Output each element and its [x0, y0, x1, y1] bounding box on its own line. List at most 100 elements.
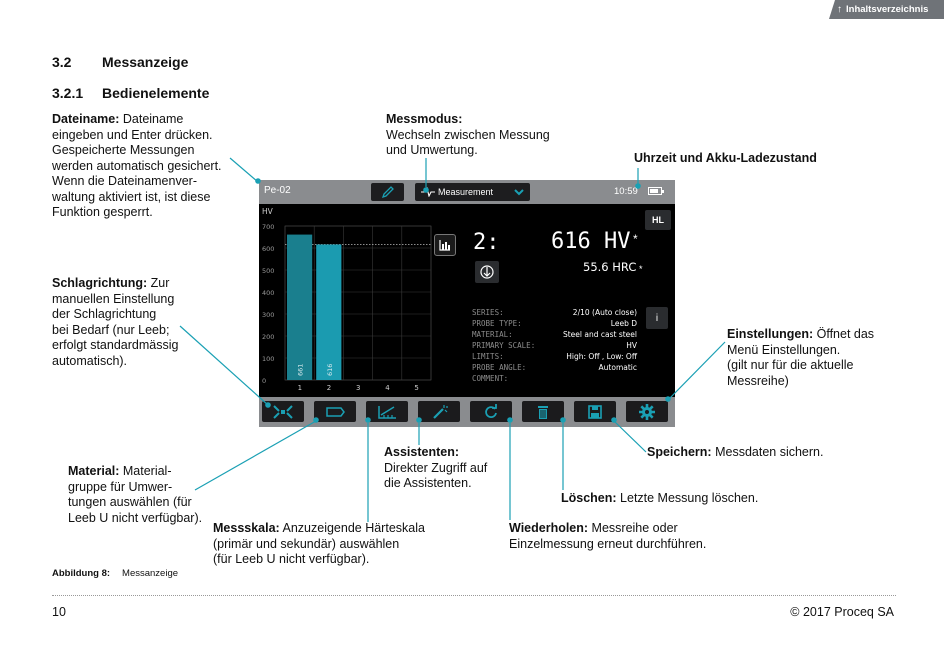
annotation-title: Messskala:: [213, 521, 280, 535]
annotation-line: Wechseln zwischen Messung: [386, 127, 550, 142]
annotation-title: Dateiname:: [52, 112, 120, 126]
info-value: HV: [626, 341, 637, 350]
annotation-einstellungen: Einstellungen: Öffnet das Menü Einstellu…: [727, 327, 897, 389]
bar-chart-icon: [439, 240, 450, 251]
annotation-title: Material:: [68, 464, 120, 478]
info-value: Leeb D: [610, 319, 637, 328]
info-key: LIMITS:: [472, 352, 504, 361]
y-tick-label: 0: [262, 377, 266, 385]
settings-button[interactable]: [626, 401, 668, 422]
annotation-line: Funktion gesperrt.: [52, 205, 153, 219]
annotation-line: Leeb U nicht verfügbar).: [68, 510, 203, 525]
primary-mark: *: [633, 232, 638, 246]
x-tick-label: 5: [414, 384, 418, 392]
measurement-mode-dropdown[interactable]: Measurement: [415, 183, 530, 201]
secondary-mark: *: [639, 264, 643, 274]
annotation-line: werden automatisch gesichert.: [52, 158, 222, 173]
annotation-line: eingeben und Enter drücken.: [52, 127, 213, 142]
annotation-line: Messreihe oder: [588, 521, 678, 535]
trash-icon: [538, 405, 548, 419]
annotation-title: Einstellungen:: [727, 327, 814, 341]
annotation-messmodus: Messmodus: Wechseln zwischen Messung und…: [386, 112, 566, 159]
annotation-line: erfolgt standardmässig: [52, 338, 179, 352]
hl-button[interactable]: HL: [645, 210, 671, 230]
annotation-title: Uhrzeit und Akku-Ladezustand: [634, 151, 817, 165]
annotation-speichern: Speichern: Messdaten sichern.: [647, 445, 823, 461]
section-number: 3.2: [52, 54, 72, 70]
annotation-line: Messreihe): [727, 373, 789, 388]
repeat-icon: [485, 403, 497, 418]
info-value: Steel and cast steel: [562, 330, 637, 339]
floppy-disk-icon: [588, 404, 602, 419]
annotation-line: die Assistenten.: [384, 476, 472, 490]
annotation-line: Einzelmessung erneut durchführen.: [509, 536, 707, 551]
page-number: 10: [52, 605, 66, 619]
annotation-line: bei Bedarf (nur Leeb;: [52, 322, 170, 337]
impact-direction-button[interactable]: [475, 261, 499, 283]
bar: [316, 244, 342, 380]
save-button[interactable]: [574, 401, 616, 422]
x-tick-label: 1: [298, 384, 302, 392]
annotation-uhrzeit: Uhrzeit und Akku-Ladezustand: [634, 151, 817, 167]
annotation-material: Material: Material- gruppe für Umwer- tu…: [68, 464, 228, 526]
chart-view-button[interactable]: [434, 234, 456, 256]
annotation-loeschen: Löschen: Letzte Messung löschen.: [561, 491, 758, 507]
y-tick-label: 600: [262, 245, 274, 253]
filename-field[interactable]: Pe-02: [264, 185, 291, 196]
x-tick-label: 4: [385, 384, 390, 392]
figure-caption-text: Messanzeige: [122, 568, 179, 579]
footer-divider: [52, 595, 896, 596]
clock: 10:59: [614, 186, 638, 197]
annotation-line: Messdaten sichern.: [711, 445, 824, 459]
wizard-button[interactable]: [418, 401, 460, 422]
y-axis-label: HV: [262, 207, 274, 216]
annotation-line: manuellen Einstellung: [52, 291, 175, 306]
bar: [287, 234, 313, 380]
annotation-wiederholen: Wiederholen: Messreihe oder Einzelmessun…: [509, 521, 729, 552]
toc-link[interactable]: ↑ Inhaltsverzeichnis: [829, 0, 944, 19]
annotation-line: Dateiname: [119, 112, 184, 126]
info-button[interactable]: i: [646, 307, 668, 329]
measurement-number: 2:: [473, 230, 500, 255]
annotation-title: Wiederholen:: [509, 521, 589, 535]
x-tick-label: 2: [327, 384, 331, 392]
annotation-line: Letzte Messung löschen.: [616, 491, 759, 505]
toc-link-label: Inhaltsverzeichnis: [846, 4, 929, 15]
y-tick-label: 500: [262, 267, 274, 275]
section-title: Messanzeige: [102, 54, 189, 70]
annotation-line: tungen auswählen (für: [68, 495, 192, 509]
device-toolbar: [259, 397, 675, 427]
impact-direction-toolbar-button[interactable]: [262, 401, 304, 422]
info-value: Automatic: [598, 363, 637, 372]
annotation-line: und Umwertung.: [386, 143, 478, 157]
material-icon: [326, 406, 345, 417]
scale-button[interactable]: [366, 401, 408, 422]
annotation-title: Messmodus:: [386, 112, 463, 126]
mode-label: Measurement: [438, 187, 494, 197]
annotation-title: Assistenten:: [384, 445, 460, 459]
annotation-line: Zur: [147, 276, 170, 290]
annotation-line: Menü Einstellungen.: [727, 342, 841, 357]
info-key: COMMENT:: [472, 374, 509, 383]
annotation-line: Gespeicherte Messungen: [52, 143, 195, 157]
section-heading: 3.2 Messanzeige: [52, 54, 188, 70]
y-tick-label: 400: [262, 289, 274, 297]
annotation-title: Löschen:: [561, 491, 617, 505]
primary-value: 616 HV: [551, 229, 631, 254]
pencil-icon: [381, 186, 394, 199]
annotation-line: waltung aktiviert ist, ist diese: [52, 189, 211, 204]
delete-button[interactable]: [522, 401, 564, 422]
gear-icon: [639, 403, 655, 420]
subsection-number: 3.2.1: [52, 85, 84, 101]
waveform-icon: [421, 187, 435, 197]
annotation-title: Schlagrichtung:: [52, 276, 148, 290]
secondary-value: 55.6 HRC: [583, 260, 637, 274]
material-button[interactable]: [314, 401, 356, 422]
edit-filename-button[interactable]: [371, 183, 404, 201]
bar-label: 661: [297, 364, 305, 376]
annotation-line: (primär und sekundär) auswählen: [213, 536, 400, 551]
repeat-button[interactable]: [470, 401, 512, 422]
